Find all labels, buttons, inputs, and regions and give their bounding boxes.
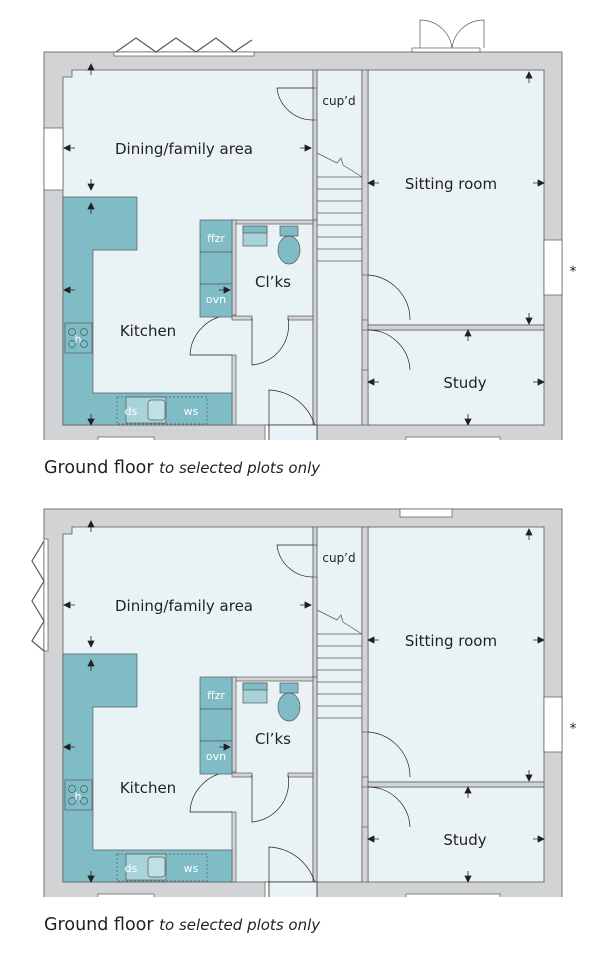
fitting-label-oven: ovn [206,750,226,763]
dimension-arrow-icon [87,520,95,532]
window-dining-side [43,127,64,191]
dimension-arrow-icon [525,528,533,540]
room-label-kitchen: Kitchen [120,779,176,797]
windows [97,239,563,440]
room-label-cloakroom: Cl’ks [255,730,291,748]
fitting-label-drainer-sink: ds [125,405,138,418]
staircase [316,152,363,262]
dimension-arrow-icon [464,414,472,426]
dimension-arrow-icon [367,636,379,644]
window-sitting-top [399,508,453,518]
french-doors [411,19,485,53]
caption-note: to selected plots only [159,459,321,477]
caption-note: to selected plots only [159,916,321,934]
floor [62,526,545,883]
room-label-cloakroom: Cl’ks [255,273,291,291]
dimension-arrow-icon [87,63,95,75]
dimension-arrow-icon [63,743,75,751]
dimension-arrow-icon [63,286,75,294]
windows [97,696,563,897]
dimension-arrow-icon [464,329,472,341]
wc-and-basin [242,682,301,722]
dimension-arrow-icon [525,71,533,83]
dimension-arrow-icon [300,601,312,609]
dimension-arrow-icon [87,179,95,191]
fitting-label-fridge-freezer: ffzr [207,689,225,702]
bifold-doors [113,37,255,57]
window-note-asterisk: * [570,721,577,737]
kitchen-units [62,653,233,883]
dimension-arrow-icon [367,378,379,386]
bifold-doors [31,538,49,652]
dimension-arrow-icon [533,179,545,187]
plan-caption: Ground floor to selected plots only [44,458,320,478]
hob-icon [68,328,88,348]
room-label-sitting-room: Sitting room [405,175,497,193]
caption-title: Ground floor [44,458,154,478]
dimension-arrow-icon [87,871,95,883]
window-note-asterisk: * [570,264,577,280]
room-label-dining: Dining/family area [115,140,253,158]
wc-and-basin [242,225,301,265]
dimension-arrow-icon [87,414,95,426]
dimension-arrow-icon [464,786,472,798]
fitting-label-washing-machine: ws [184,405,199,418]
caption-title: Ground floor [44,915,154,935]
staircase [316,609,363,719]
dimension-arrow-icon [87,636,95,648]
room-label-dining: Dining/family area [115,597,253,615]
internal-walls [231,526,545,897]
room-label-study: Study [443,374,486,392]
room-label-sitting-room: Sitting room [405,632,497,650]
dimension-arrow-icon [367,179,379,187]
room-label-kitchen: Kitchen [120,322,176,340]
dimension-arrow-icon [464,871,472,883]
room-label-cupboard: cup’d [322,94,355,108]
dimension-arrow-icon [533,378,545,386]
fitting-label-hob: h [75,333,82,346]
dimension-arrow-icon [219,286,231,294]
dimension-arrow-icon [525,313,533,325]
room-label-study: Study [443,831,486,849]
plan-caption: Ground floor to selected plots only [44,915,320,935]
dimension-arrow-icon [533,835,545,843]
room-label-cupboard: cup’d [322,551,355,565]
dimension-arrow-icon [525,770,533,782]
dimension-arrow-icon [300,144,312,152]
fitting-label-washing-machine: ws [184,862,199,875]
hob-icon [68,785,88,805]
doors [189,87,411,440]
fitting-label-drainer-sink: ds [125,862,138,875]
dimension-arrow-icon [533,636,545,644]
dimension-arrow-icon [63,144,75,152]
fitting-label-oven: ovn [206,293,226,306]
fitting-label-hob: h [75,790,82,803]
dimension-arrow-icon [87,659,95,671]
floor [62,69,545,426]
dimension-arrow-icon [87,202,95,214]
dimension-arrow-icon [367,835,379,843]
kitchen-units [62,196,233,426]
dimension-arrow-icon [63,601,75,609]
fitting-label-fridge-freezer: ffzr [207,232,225,245]
dimension-arrow-icon [219,743,231,751]
